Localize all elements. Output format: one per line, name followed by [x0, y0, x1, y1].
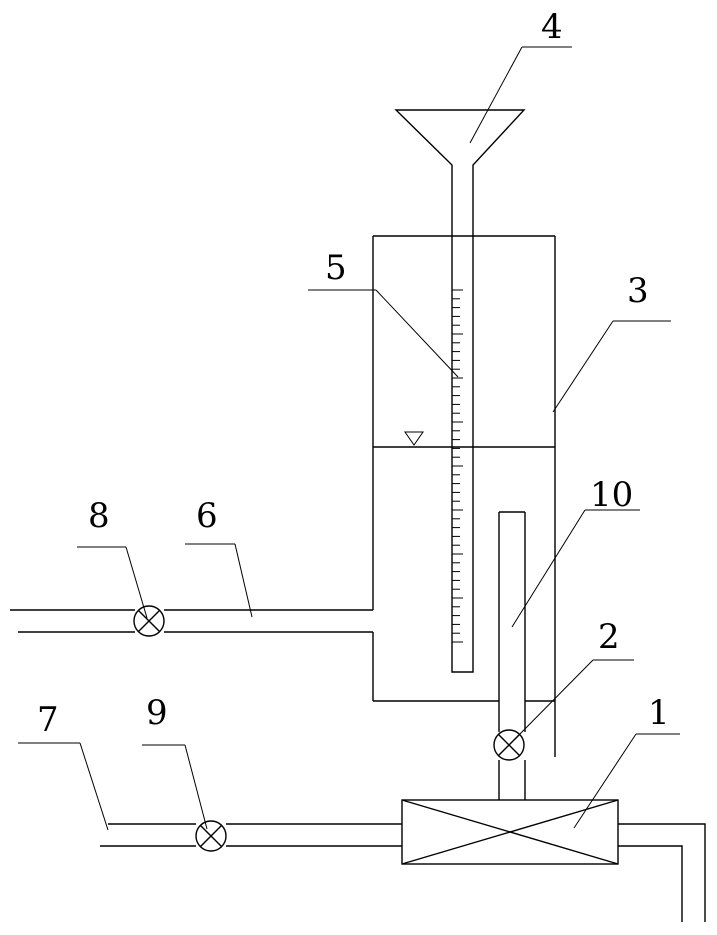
water-level — [373, 431, 555, 448]
outlet-pipe — [618, 823, 706, 922]
leader-lines — [18, 46, 680, 831]
label-7: 7 — [37, 700, 59, 740]
label-2: 2 — [598, 617, 620, 657]
label-8: 8 — [88, 496, 110, 536]
label-1: 1 — [648, 693, 670, 733]
label-3: 3 — [627, 271, 649, 311]
tube-10 — [498, 511, 526, 800]
label-4: 4 — [541, 7, 563, 47]
label-6: 6 — [196, 496, 218, 536]
label-10: 10 — [590, 475, 633, 515]
valve-8 — [133, 605, 165, 637]
label-5: 5 — [325, 248, 347, 288]
label-9: 9 — [146, 693, 168, 733]
pipe-7 — [100, 823, 402, 847]
container — [372, 235, 556, 757]
graduated-scale — [452, 289, 463, 643]
pump-box — [401, 799, 619, 865]
pipe-6 — [10, 609, 373, 633]
valve-9 — [195, 820, 227, 852]
water-level-marker-icon — [404, 431, 424, 446]
funnel — [394, 109, 526, 673]
